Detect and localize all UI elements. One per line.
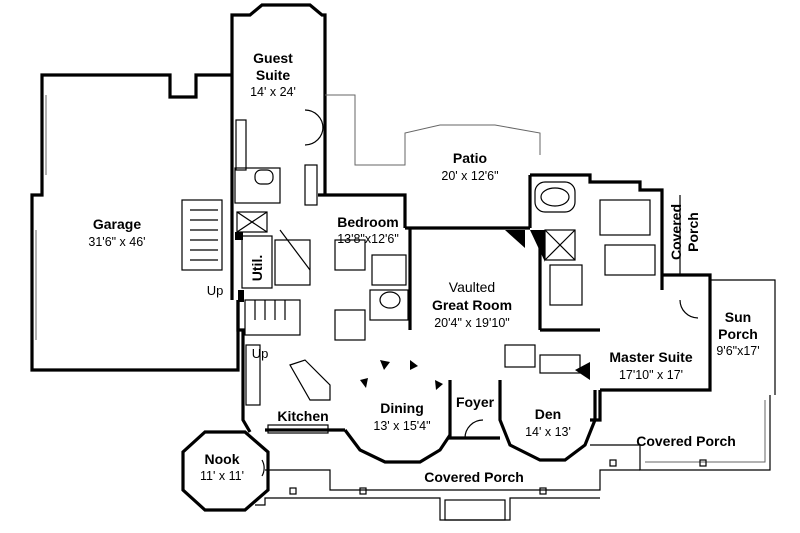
patio-name: Patio — [453, 150, 487, 166]
interior-details — [35, 95, 707, 495]
bedroom-name: Bedroom — [337, 214, 398, 230]
guest-suite-name-line1: Guest — [253, 50, 293, 66]
sun-porch-dims: 9'6"x17' — [716, 344, 759, 358]
nook-dims: 11' x 11' — [200, 469, 244, 483]
den-name: Den — [535, 406, 561, 422]
master-suite-dims: 17'10" x 17' — [619, 368, 683, 382]
dining-dims: 13' x 15'4" — [373, 419, 430, 433]
patio-dims: 20' x 12'6" — [441, 169, 498, 183]
covered-porch-side-line1: Covered — [668, 204, 684, 260]
nook-name: Nook — [205, 451, 240, 467]
stair-up-label-2: Up — [252, 346, 269, 361]
garage-dims: 31'6" x 46' — [88, 235, 145, 249]
covered-porch-side-line2: Porch — [685, 212, 701, 252]
den-dims: 14' x 13' — [525, 425, 571, 439]
foyer-name: Foyer — [456, 394, 495, 410]
great-room-dims: 20'4" x 19'10" — [434, 316, 510, 330]
guest-suite-name-line2: Suite — [256, 67, 290, 83]
util-name: Util. — [249, 255, 265, 281]
sun-porch-name-line2: Porch — [718, 326, 758, 342]
kitchen-name: Kitchen — [277, 408, 328, 424]
covered-porch-front-name: Covered Porch — [424, 469, 524, 485]
guest-suite-dims: 14' x 24' — [250, 85, 296, 99]
great-room-name-line1: Vaulted — [449, 279, 495, 295]
bedroom-dims: 13'8"x12'6" — [337, 232, 399, 246]
stair-up-label-1: Up — [207, 283, 224, 298]
dining-name: Dining — [380, 400, 424, 416]
covered-porch-right-name: Covered Porch — [636, 433, 736, 449]
room-labels: Guest Suite 14' x 24' Garage 31'6" x 46'… — [88, 50, 759, 485]
exterior-walls — [30, 3, 776, 521]
master-suite-name: Master Suite — [609, 349, 692, 365]
sun-porch-name-line1: Sun — [725, 309, 751, 325]
great-room-name-line2: Great Room — [432, 297, 512, 313]
garage-name: Garage — [93, 216, 141, 232]
